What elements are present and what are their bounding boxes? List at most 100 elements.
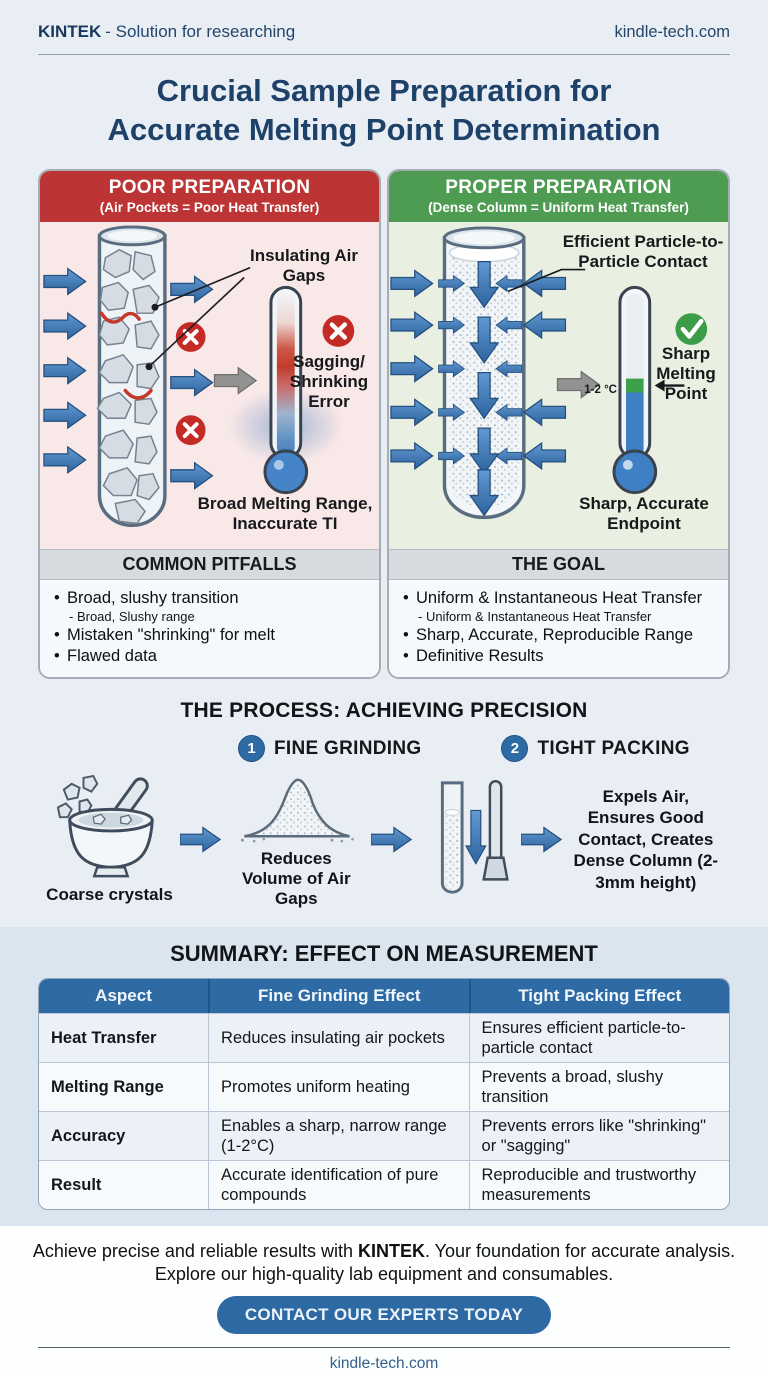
comparison-panels: POOR PREPARATION (Air Pockets = Poor Hea… [38,169,730,679]
summary-table: Aspect Fine Grinding Effect Tight Packin… [38,978,730,1210]
table-header-row: Aspect Fine Grinding Effect Tight Packin… [39,979,729,1013]
powder-pile-item: Reduces Volume of Air Gaps [229,770,364,909]
temperature-range-label: 1-2 °C [584,384,617,396]
sharp-melting-point-label: Sharp Melting Point [656,344,716,403]
footer-website: kindle-tech.com [329,1355,439,1372]
table-row: Accuracy Enables a sharp, narrow range (… [39,1111,729,1160]
cell-grinding: Enables a sharp, narrow range (1-2°C) [208,1112,468,1160]
pitfall-item: Mistaken "shrinking" for melt [54,625,369,646]
proper-panel-subtitle: (Dense Column = Uniform Heat Transfer) [428,200,689,215]
expels-air-caption: Expels Air, Ensures Good Contact, Create… [573,786,719,892]
step-label: TIGHT PACKING [537,737,690,759]
poor-panel-subtitle: (Air Pockets = Poor Heat Transfer) [99,200,320,215]
step-fine-grinding: 1 FINE GRINDING [238,735,421,762]
sagging-error-label: Sagging/ Shrinking Error [289,352,369,411]
particle-contact-label: Efficient Particle-to-Particle Contact [562,232,724,271]
proper-preparation-panel: PROPER PREPARATION (Dense Column = Unifo… [387,169,730,679]
process-title: THE PROCESS: ACHIEVING PRECISION [180,699,588,722]
broad-thermometer-icon [228,285,344,495]
proper-panel-illustration: Efficient Particle-to-Particle Contact 1… [389,222,728,549]
proper-panel-title: PROPER PREPARATION [445,177,672,198]
poor-panel-header: POOR PREPARATION (Air Pockets = Poor Hea… [40,171,379,222]
the-goal-list: Uniform & Instantaneous Heat Transfer - … [389,580,728,677]
footer-divider [38,1347,730,1348]
down-arrow-icon [464,809,487,865]
x-circle-icon [175,322,206,352]
cell-grinding: Promotes uniform heating [208,1063,468,1111]
sharp-thermometer-icon [612,285,658,495]
mortar-pestle-item: Coarse crystals [46,774,173,905]
table-header-grinding: Fine Grinding Effect [208,979,468,1013]
the-goal-heading: THE GOAL [389,549,728,580]
page-footer: Achieve precise and reliable results wit… [0,1226,768,1376]
sharp-endpoint-label: Sharp, Accurate Endpoint [579,494,709,533]
goal-item: Uniform & Instantaneous Heat Transfer - … [403,588,718,625]
common-pitfalls-list: Broad, slushy transition - Broad, Slushy… [40,580,379,677]
capillary-tube-item [420,777,514,903]
brand-tagline: - Solution for researching [105,22,296,41]
summary-title: SUMMARY: EFFECT ON MEASUREMENT [170,941,598,966]
powder-pile-icon [241,778,355,843]
summary-section: SUMMARY: EFFECT ON MEASUREMENT Aspect Fi… [0,927,768,1226]
footer-message: Achieve precise and reliable results wit… [30,1240,738,1286]
x-circle-icon [322,315,355,347]
x-circle-icon [175,415,206,446]
page-header: KINTEK- Solution for researching kindle-… [38,0,730,55]
cell-packing: Prevents errors like "shrinking" or "sag… [468,1112,729,1160]
step-label: FINE GRINDING [274,737,422,759]
goal-subitem: - Uniform & Instantaneous Heat Transfer [418,609,652,624]
brand-line: KINTEK- Solution for researching [38,22,295,42]
title-line1: Crucial Sample Preparation for [156,73,612,108]
poor-panel-illustration: Insulating Air Gaps Sagging/ Shrinking E… [40,222,379,549]
cell-aspect: Accuracy [51,1127,126,1145]
contact-experts-button[interactable]: CONTACT OUR EXPERTS TODAY [216,1296,552,1334]
cell-packing: Reproducible and trustworthy measurement… [468,1161,729,1209]
footer-message-post: . Your foundation for accurate analysis.… [154,1241,736,1284]
pitfall-subitem: - Broad, Slushy range [69,609,195,624]
right-arrow-icon [520,826,562,853]
mortar-pestle-icon [57,774,155,878]
table-row: Result Accurate identification of pure c… [39,1160,729,1209]
footer-brand: KINTEK [357,1241,425,1261]
step-number-badge: 2 [501,735,529,762]
pitfall-item: Broad, slushy transition - Broad, Slushy… [54,588,369,625]
reduces-air-gaps-caption: Reduces Volume of Air Gaps [242,849,351,908]
cell-packing: Ensures efficient particle-to-particle c… [468,1014,729,1062]
proper-panel-header: PROPER PREPARATION (Dense Column = Unifo… [389,171,728,222]
right-arrow-icon [179,826,221,853]
cell-packing: Prevents a broad, slushy transition [468,1063,729,1111]
insulating-air-gaps-label: Insulating Air Gaps [250,246,358,285]
cell-aspect: Melting Range [51,1078,164,1096]
title-line2: Accurate Melting Point Determination [107,112,661,147]
footer-message-pre: Achieve precise and reliable results wit… [32,1241,358,1261]
poor-panel-title: POOR PREPARATION [108,177,311,198]
right-arrow-icon [370,826,412,853]
check-circle-icon [675,313,708,345]
page-title: Crucial Sample Preparation for Accurate … [0,71,768,149]
poor-illustration-svg [43,225,355,528]
cell-aspect: Heat Transfer [51,1029,157,1047]
goal-item: Sharp, Accurate, Reproducible Range [403,625,718,646]
coarse-sample-tube-icon [96,225,167,528]
table-row: Heat Transfer Reduces insulating air poc… [39,1013,729,1062]
cell-grinding: Reduces insulating air pockets [208,1014,468,1062]
step-number-badge: 1 [238,735,265,762]
pitfall-item: Flawed data [54,646,369,667]
goal-item: Definitive Results [403,646,718,667]
cell-aspect: Result [51,1176,102,1194]
air-gap-leader-lines [148,266,251,368]
table-row: Melting Range Promotes uniform heating P… [39,1062,729,1111]
common-pitfalls-heading: COMMON PITFALLS [40,549,379,580]
brand-name: KINTEK [38,22,102,41]
process-illustrations: Coarse crystals Reduces Volume of Air Ga… [20,770,748,909]
table-header-packing: Tight Packing Effect [468,979,729,1013]
poor-preparation-panel: POOR PREPARATION (Air Pockets = Poor Hea… [38,169,381,679]
process-steps: 1 FINE GRINDING 2 TIGHT PACKING [38,735,730,762]
step-tight-packing: 2 TIGHT PACKING [501,735,690,762]
broad-range-label: Broad Melting Range, Inaccurate TI [197,494,373,533]
gray-arrow-icon [213,367,257,395]
proper-illustration-svg [390,226,708,520]
header-website: kindle-tech.com [614,23,730,41]
melting-point-pointer [654,379,685,392]
